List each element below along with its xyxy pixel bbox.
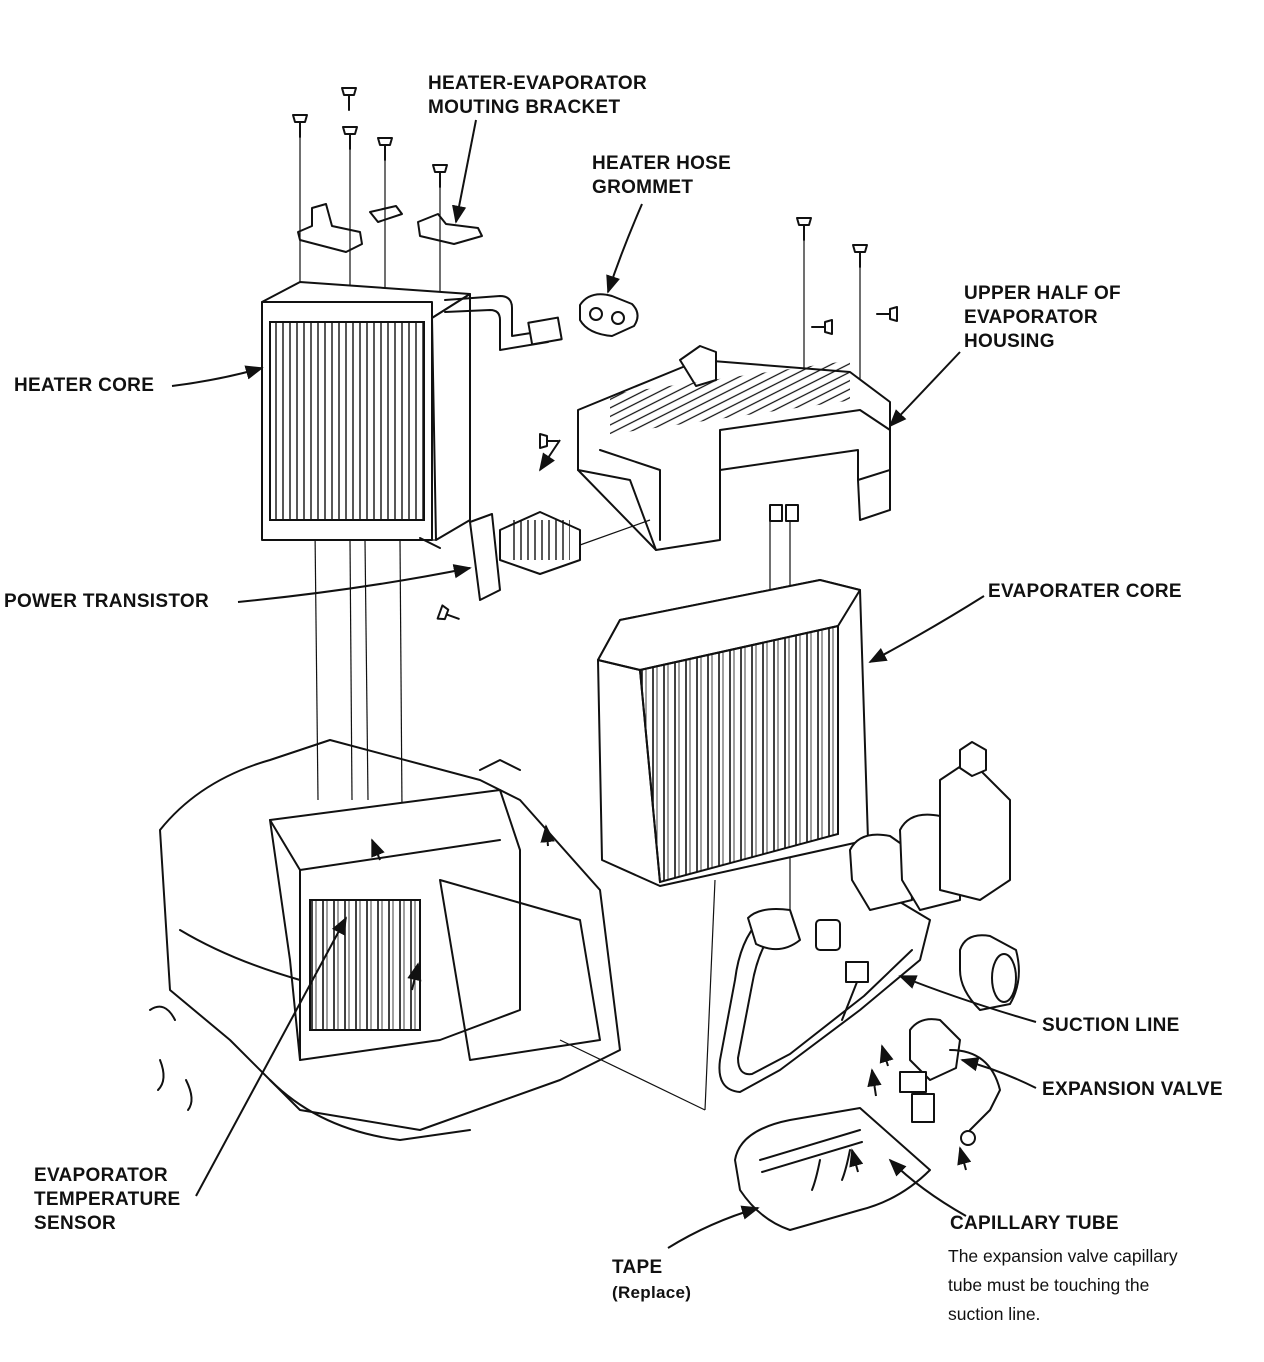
upper-evaporator-housing xyxy=(577,345,891,551)
label-evaporator-core: EVAPORATER CORE xyxy=(988,581,1182,602)
label-sensor-line-1: EVAPORATOR xyxy=(34,1165,168,1186)
expansion-valve xyxy=(841,961,1001,1146)
label-capillary-tube: CAPILLARY TUBE xyxy=(950,1213,1119,1234)
label-grommet-line-2: GROMMET xyxy=(592,177,694,198)
label-tape: TAPE xyxy=(612,1257,663,1278)
label-heater-core: HEATER CORE xyxy=(14,375,155,396)
tape xyxy=(734,1107,931,1231)
capillary-note-line-1: The expansion valve capillary xyxy=(948,1246,1178,1266)
label-upper-housing-line-3: HOUSING xyxy=(964,331,1055,352)
label-sensor-line-2: TEMPERATURE xyxy=(34,1189,181,1210)
leader-lines xyxy=(171,119,1037,1249)
label-bracket-line-2: MOUTING BRACKET xyxy=(428,97,621,118)
capillary-note-line-3: suction line. xyxy=(948,1304,1041,1324)
label-bracket-line-1: HEATER-EVAPORATOR xyxy=(428,73,648,94)
lower-evaporator-housing xyxy=(149,739,621,1141)
capillary-note-line-2: tube must be touching the xyxy=(948,1275,1150,1295)
evaporator-core xyxy=(597,504,869,887)
label-upper-housing-line-2: EVAPORATOR xyxy=(964,307,1098,328)
suction-line xyxy=(718,741,1020,1093)
flow-arrows xyxy=(371,439,972,1173)
heater-evaporator-bracket xyxy=(297,203,483,253)
heater-hose-grommet xyxy=(579,293,639,337)
power-transistor xyxy=(469,511,651,601)
label-power-transistor: POWER TRANSISTOR xyxy=(4,591,210,612)
label-grommet-line-1: HEATER HOSE xyxy=(592,153,732,174)
label-expansion-valve: EXPANSION VALVE xyxy=(1042,1079,1223,1100)
mounting-screws xyxy=(292,87,898,621)
label-sensor-line-3: SENSOR xyxy=(34,1213,117,1234)
alignment-lines xyxy=(299,137,861,1111)
label-suction-line: SUCTION LINE xyxy=(1042,1015,1180,1036)
heater-core xyxy=(261,281,563,549)
label-upper-housing-line-1: UPPER HALF OF xyxy=(964,283,1121,304)
label-tape-note: (Replace) xyxy=(612,1283,692,1302)
